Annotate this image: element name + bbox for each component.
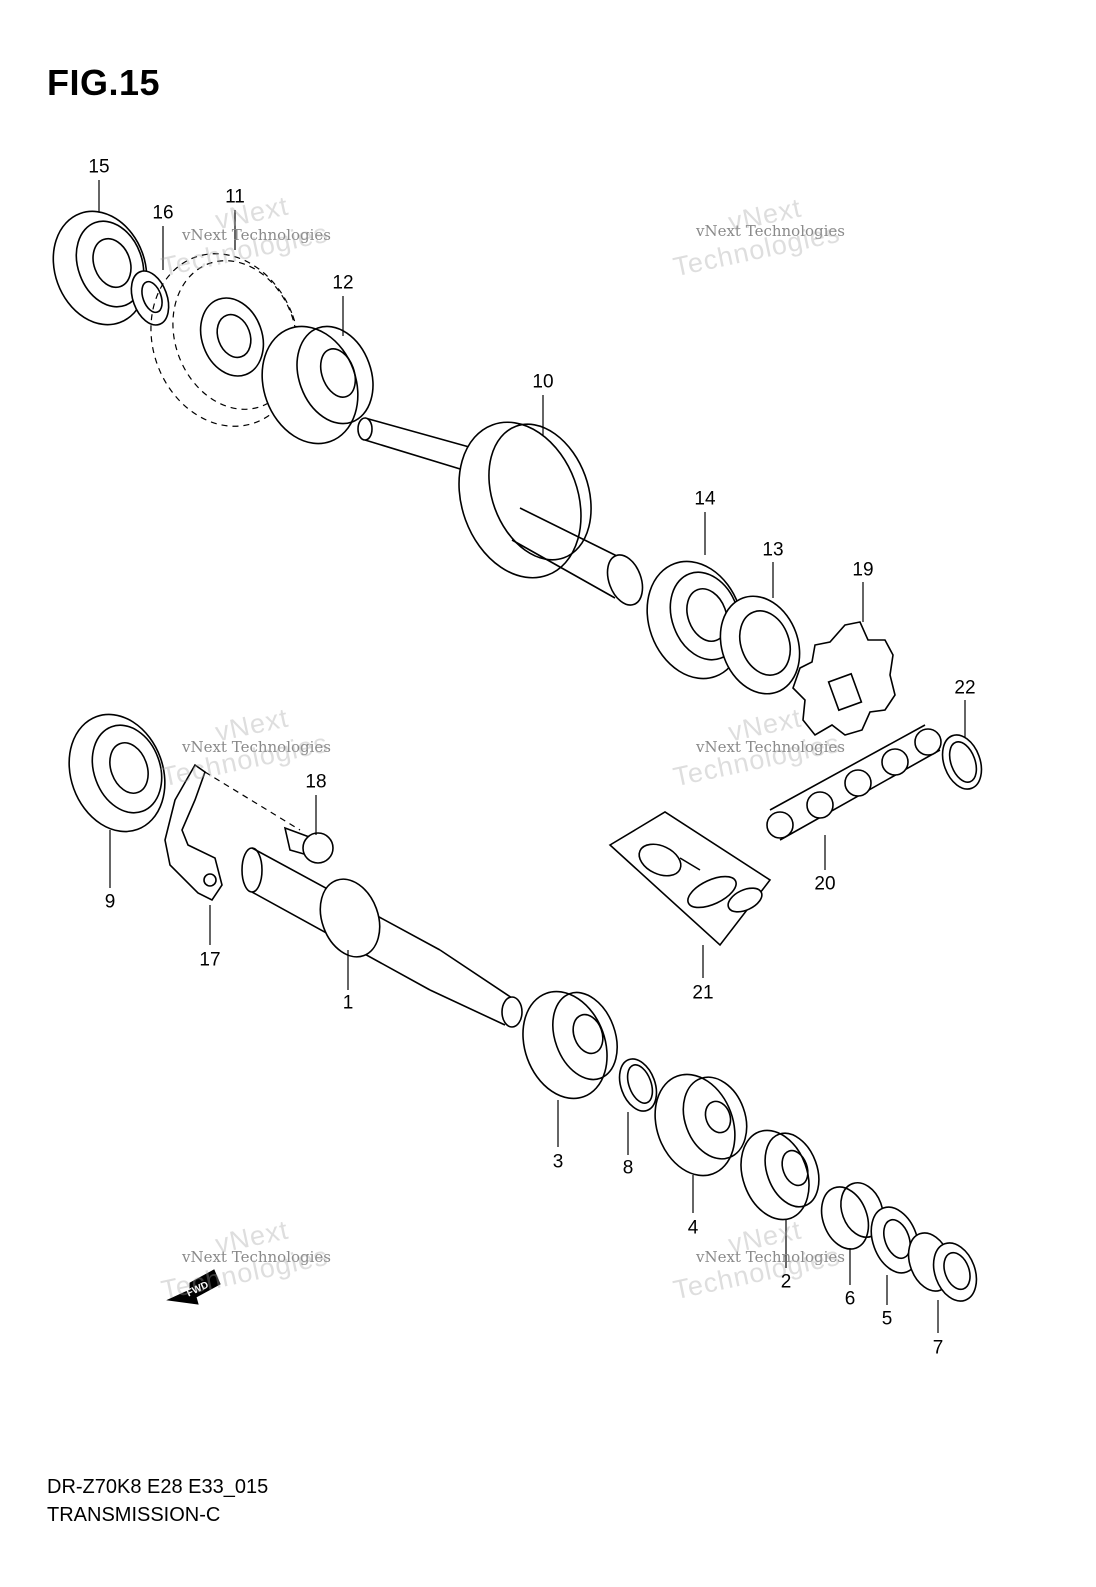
chain-joint-21: [608, 811, 772, 947]
gear-3: [522, 990, 618, 1100]
callout-17: 17: [199, 949, 221, 971]
gear-4: [654, 1073, 748, 1177]
circlip-22: [941, 734, 983, 790]
watermark-text: vNext Technologies: [696, 1248, 846, 1266]
callout-12: 12: [332, 272, 354, 294]
bearing-15: [52, 210, 148, 326]
callout-4: 4: [687, 1217, 699, 1239]
driveshaft-1: [241, 847, 523, 1028]
bearing-retainer-17: [164, 763, 301, 902]
watermark-text: vNext Technologies: [182, 738, 332, 756]
oil-seal-13: [719, 595, 801, 695]
gear-12: [261, 325, 374, 445]
callout-14: 14: [694, 488, 716, 510]
callout-11: 11: [225, 186, 245, 208]
washer-5: [870, 1206, 920, 1274]
callout-13: 13: [762, 539, 784, 561]
watermark-text: vNext Technologies: [182, 1248, 332, 1266]
callout-10: 10: [532, 371, 554, 393]
callout-2: 2: [780, 1271, 792, 1293]
washer-16: [130, 270, 170, 326]
callout-19: 19: [852, 559, 874, 581]
drive-chain-20: [766, 724, 942, 841]
callout-5: 5: [881, 1308, 893, 1330]
front-direction-arrow: [166, 1269, 221, 1305]
callout-8: 8: [622, 1157, 634, 1179]
watermark-text: vNext Technologies: [696, 222, 846, 240]
bearing-9: [68, 713, 166, 833]
sprocket-19: [792, 621, 896, 737]
callout-21: 21: [692, 982, 714, 1004]
screw-18: [283, 826, 334, 864]
callout-6: 6: [844, 1288, 856, 1310]
model-code: DR-Z70K8 E28 E33_015: [47, 1476, 269, 1498]
callout-15: 15: [88, 156, 110, 178]
countershaft-10: [357, 417, 644, 606]
section-name: TRANSMISSION-C: [47, 1504, 221, 1526]
callout-1: 1: [342, 992, 354, 1014]
leader-lines: [98, 180, 966, 1333]
callout-16: 16: [152, 202, 174, 224]
callout-22: 22: [954, 677, 976, 699]
gear-2: [740, 1129, 820, 1221]
watermark-text: vNext Technologies: [182, 226, 332, 244]
figure-title: FIG.15: [47, 62, 161, 103]
gear-11: [150, 253, 300, 427]
needle-bearing-7: [907, 1232, 978, 1302]
callout-9: 9: [104, 891, 116, 913]
callout-7: 7: [932, 1337, 944, 1359]
circlip-8: [618, 1058, 658, 1112]
callout-18: 18: [305, 771, 327, 793]
callout-20: 20: [814, 873, 836, 895]
callout-3: 3: [552, 1151, 564, 1173]
watermark-text: vNext Technologies: [696, 738, 846, 756]
